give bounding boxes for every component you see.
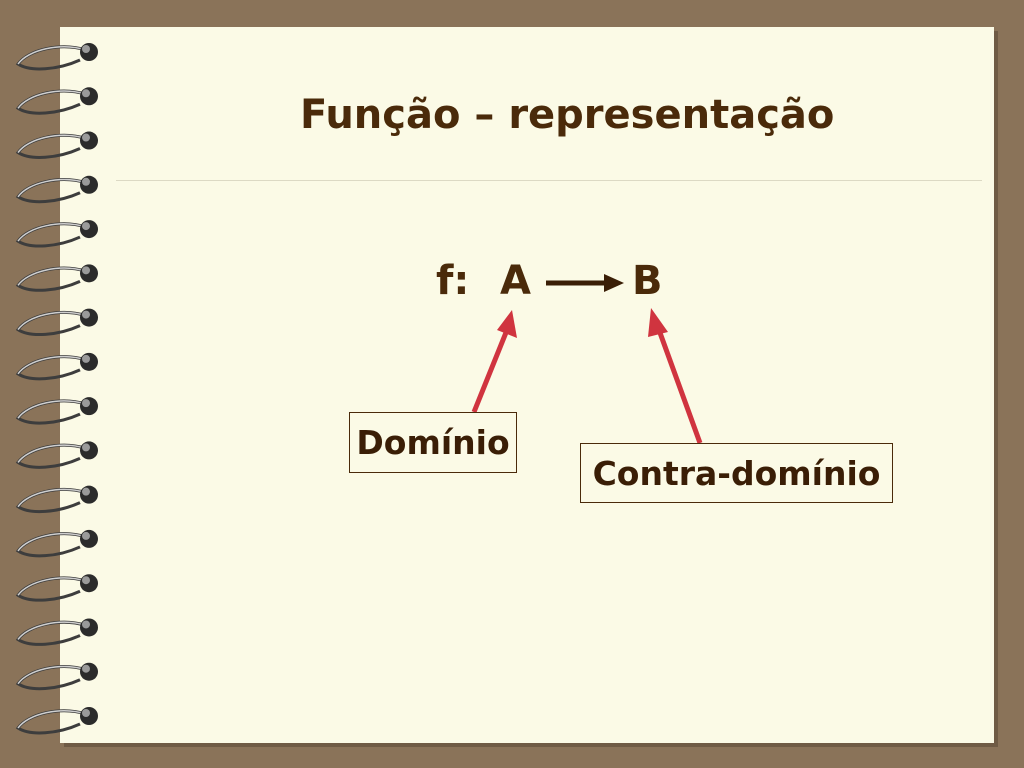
- spiral-ring: [15, 175, 98, 204]
- spiral-ring: [15, 441, 98, 469]
- formula-codomain-set: B: [632, 258, 663, 304]
- mapping-arrow-head: [604, 274, 624, 292]
- spiral-ring: [15, 131, 98, 159]
- domain-label-box: Domínio: [349, 412, 517, 473]
- spiral-ring: [15, 43, 98, 71]
- codomain-pointer-arrow-head: [648, 308, 668, 337]
- formula-prefix: f:: [436, 258, 470, 304]
- spiral-ring: [15, 574, 98, 602]
- spiral-ring: [15, 264, 98, 292]
- domain-pointer-arrow: [471, 329, 510, 413]
- spiral-ring: [15, 87, 98, 115]
- spiral-ring: [15, 220, 98, 248]
- spiral-ring: [15, 662, 98, 691]
- spiral-ring: [15, 618, 98, 646]
- spiral-ring: [15, 707, 98, 735]
- slide-title: Função – representação: [300, 92, 835, 138]
- domain-pointer-arrow-head: [497, 310, 517, 338]
- notebook-paper: [60, 27, 994, 743]
- spiral-ring: [15, 529, 98, 558]
- spiral-ring: [15, 397, 98, 425]
- spiral-ring: [15, 308, 98, 337]
- domain-label: Domínio: [356, 423, 510, 462]
- spiral-ring: [15, 352, 98, 381]
- spiral-ring: [15, 485, 98, 514]
- codomain-pointer-arrow: [656, 329, 703, 444]
- spiral-binding: [15, 43, 98, 735]
- codomain-label-box: Contra-domínio: [580, 443, 893, 503]
- formula-domain-set: A: [500, 258, 531, 304]
- title-divider: [116, 180, 982, 181]
- codomain-label: Contra-domínio: [592, 453, 881, 493]
